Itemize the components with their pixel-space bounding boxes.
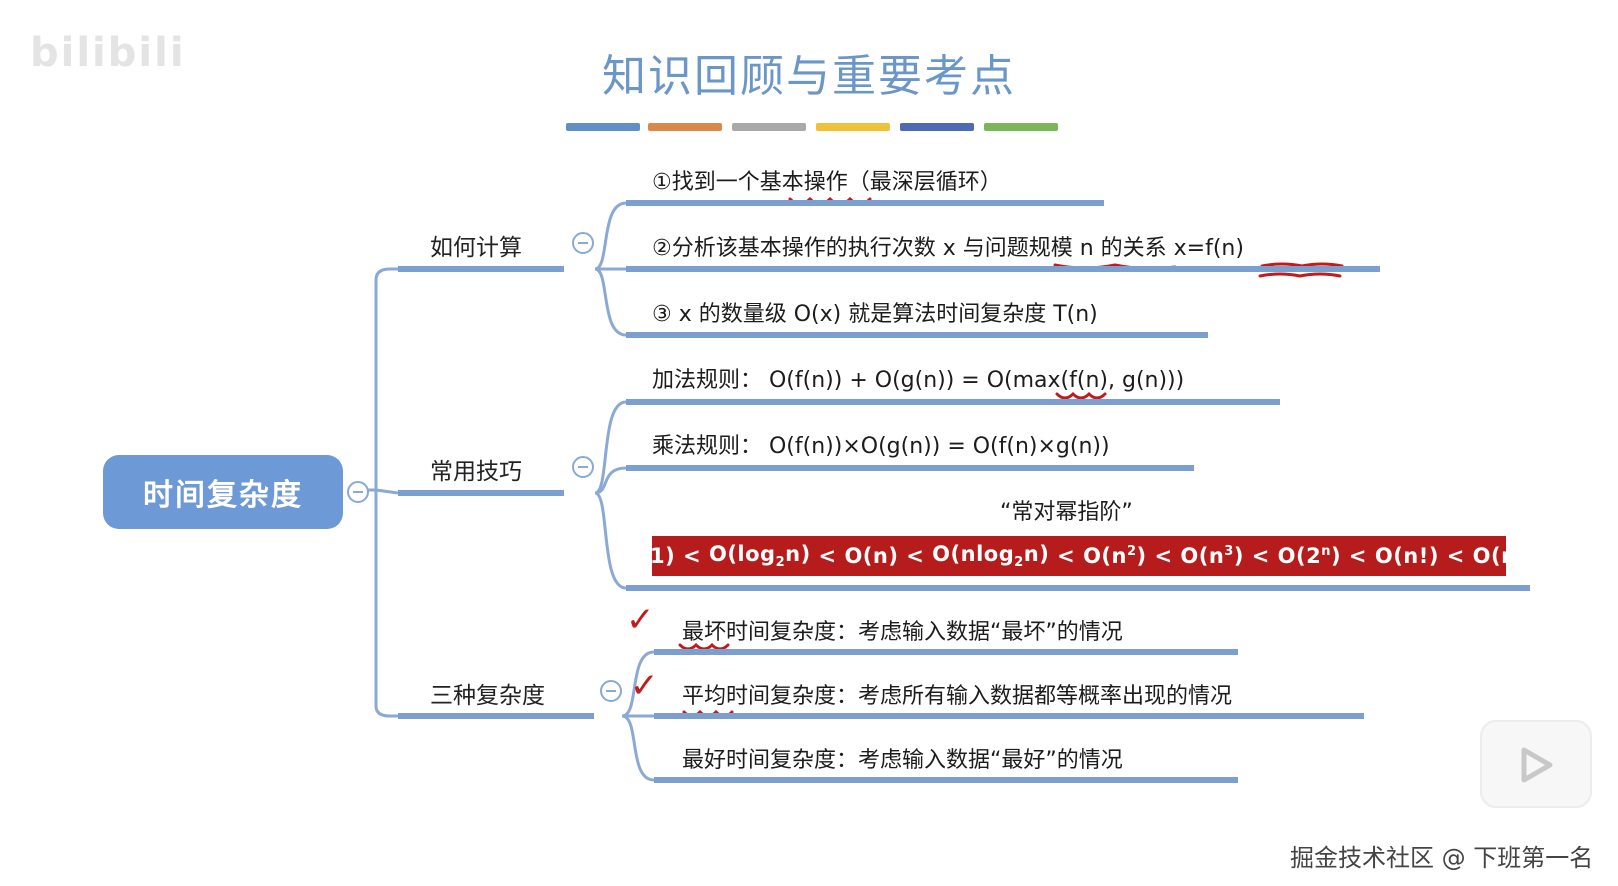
rank-2n: O(2n) [1277,544,1342,568]
complexity-ranking-box: O(1) < O(log2n) < O(n) < O(nlog2n) < O(n… [622,536,1536,576]
leaf-underline [626,399,1280,405]
leaf-addition-rule: 加法规则： O(f(n)) + O(g(n)) = O(max(f(n), g(… [652,368,1185,393]
red-check-mark: ✓ [626,600,655,640]
branch-how-to-compute[interactable]: 如何计算 [430,235,522,261]
leaf-multiplication-rule: 乘法规则： O(f(n))×O(g(n)) = O(f(n)×g(n)) [652,434,1110,459]
rank-n: O(n) [844,544,899,568]
rank-n2: O(n2) [1083,544,1147,568]
leaf-underline [626,200,1104,206]
color-bar-2 [648,123,722,131]
color-bar-3 [732,123,806,131]
leaf-underline [626,465,1194,471]
rank-nn: O(nn) [1472,544,1537,568]
branch-underline [398,713,594,719]
branch-collapse-button[interactable] [572,456,594,478]
color-bar-5 [900,123,974,131]
leaf-find-basic-op: ①找到一个基本操作（最深层循环） [652,170,1002,195]
branch-underline [398,490,564,496]
leaf-worst-case: 最坏时间复杂度：考虑输入数据“最坏”的情况 [682,620,1123,645]
leaf-order-of-magnitude: ③ x 的数量级 O(x) 就是算法时间复杂度 T(n) [652,302,1098,327]
leaf-best-case: 最好时间复杂度：考虑输入数据“最好”的情况 [682,748,1123,773]
play-icon [1521,747,1553,783]
rank-factorial: O(n!) [1374,544,1439,568]
source-credit: 掘金技术社区 @ 下班第一名 [1290,844,1594,872]
branch-three-complexities[interactable]: 三种复杂度 [430,683,545,709]
rank-log: O(log2n) [708,541,811,571]
mnemonic-label: “常对幂指阶” [1000,500,1133,525]
leaf-analyze-count: ②分析该基本操作的执行次数 x 与问题规模 n 的关系 x=f(n) [652,236,1244,261]
leaf-underline [626,585,1530,591]
page-title: 知识回顾与重要考点 [602,51,1016,102]
red-check-mark: ✓ [630,666,659,706]
branch-common-tricks[interactable]: 常用技巧 [430,459,522,485]
leaf-underline [654,777,1238,783]
branch-underline [398,266,564,272]
rank-o1: O(1) [621,544,676,568]
rank-nlog: O(nlog2n) [932,541,1050,571]
leaf-underline [654,713,1364,719]
rank-n3: O(n3) [1180,544,1244,568]
branch-collapse-button[interactable] [572,232,594,254]
leaf-underline [626,266,1380,272]
color-bar-1 [566,123,640,131]
branch-collapse-button[interactable] [600,680,622,702]
leaf-underline [654,649,1238,655]
video-play-button[interactable] [1480,720,1592,808]
color-bar-6 [984,123,1058,131]
color-bar-4 [816,123,890,131]
leaf-underline [626,332,1208,338]
root-node-time-complexity[interactable]: 时间复杂度 [103,455,343,529]
leaf-average-case: 平均时间复杂度：考虑所有输入数据都等概率出现的情况 [682,684,1233,709]
root-collapse-button[interactable] [347,481,369,503]
bilibili-watermark: bilibili [30,30,186,76]
